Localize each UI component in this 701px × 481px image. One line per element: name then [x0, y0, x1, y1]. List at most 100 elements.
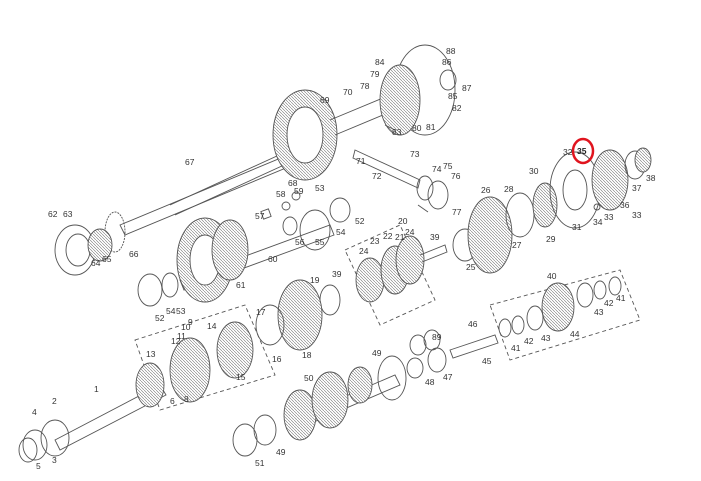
part-label-9[interactable]: 9 [188, 317, 193, 327]
part-label-35-highlighted[interactable]: 35 [577, 146, 587, 156]
part-label-86[interactable]: 86 [442, 57, 452, 67]
part-label-88[interactable]: 88 [446, 46, 456, 56]
part-label-18[interactable]: 18 [302, 350, 312, 360]
part-label-53[interactable]: 53 [176, 306, 186, 316]
part-label-52[interactable]: 52 [155, 313, 165, 323]
part-label-25[interactable]: 25 [466, 262, 476, 272]
part-label-42[interactable]: 42 [524, 336, 534, 346]
part-label-49[interactable]: 49 [276, 447, 286, 457]
part-label-41[interactable]: 41 [616, 293, 626, 303]
part-label-30[interactable]: 30 [529, 166, 539, 176]
part-label-27[interactable]: 27 [512, 240, 522, 250]
part-label-68[interactable]: 68 [288, 178, 298, 188]
part-label-24[interactable]: 24 [359, 246, 369, 256]
part-label-19[interactable]: 19 [310, 275, 320, 285]
part-label-69[interactable]: 69 [320, 95, 330, 105]
part-label-66[interactable]: 66 [129, 249, 139, 259]
part-label-45[interactable]: 45 [482, 356, 492, 366]
part-label-39[interactable]: 39 [430, 232, 440, 242]
part-label-26[interactable]: 26 [481, 185, 491, 195]
part-label-63[interactable]: 63 [63, 209, 73, 219]
part-label-2[interactable]: 2 [52, 396, 57, 406]
part-label-40[interactable]: 40 [547, 271, 557, 281]
part-label-31[interactable]: 31 [572, 222, 582, 232]
part-label-13[interactable]: 13 [146, 349, 156, 359]
part-label-54[interactable]: 54 [166, 306, 176, 316]
part-label-82[interactable]: 82 [452, 103, 462, 113]
part-label-20[interactable]: 20 [398, 216, 408, 226]
part-label-87[interactable]: 87 [462, 83, 472, 93]
part-label-6[interactable]: 6 [170, 396, 175, 406]
part-label-47[interactable]: 47 [443, 372, 453, 382]
part-label-80[interactable]: 80 [412, 123, 422, 133]
part-label-49[interactable]: 49 [372, 348, 382, 358]
part-label-62[interactable]: 62 [48, 209, 58, 219]
part-label-48[interactable]: 48 [425, 377, 435, 387]
part-label-16[interactable]: 16 [272, 354, 282, 364]
part-label-74[interactable]: 74 [432, 164, 442, 174]
part-label-23[interactable]: 23 [370, 236, 380, 246]
part-label-22[interactable]: 22 [383, 231, 393, 241]
part-label-67[interactable]: 67 [185, 157, 195, 167]
part-label-17[interactable]: 17 [256, 307, 266, 317]
part-label-44[interactable]: 44 [570, 329, 580, 339]
part-label-39[interactable]: 39 [332, 269, 342, 279]
part-label-55[interactable]: 55 [315, 237, 325, 247]
part-label-38[interactable]: 38 [646, 173, 656, 183]
part-label-10[interactable]: 10 [181, 322, 191, 332]
part-label-11[interactable]: 11 [177, 331, 186, 341]
part-label-32[interactable]: 32 [563, 147, 573, 157]
part-label-34[interactable]: 34 [593, 217, 603, 227]
part-label-79[interactable]: 79 [370, 69, 380, 79]
part-label-71[interactable]: 71 [356, 156, 366, 166]
part-label-37[interactable]: 37 [632, 183, 642, 193]
part-label-57[interactable]: 57 [255, 211, 265, 221]
part-label-33[interactable]: 33 [604, 212, 614, 222]
part-label-73[interactable]: 73 [410, 149, 420, 159]
part-label-3[interactable]: 3 [52, 455, 57, 465]
part-label-46[interactable]: 46 [468, 319, 478, 329]
part-label-24[interactable]: 24 [405, 227, 415, 237]
part-label-14[interactable]: 14 [207, 321, 217, 331]
part-label-36[interactable]: 36 [620, 200, 630, 210]
part-label-43[interactable]: 43 [541, 333, 551, 343]
part-label-89[interactable]: 89 [432, 332, 442, 342]
part-label-53[interactable]: 53 [315, 183, 325, 193]
part-label-64[interactable]: 64 [91, 258, 101, 268]
part-label-29[interactable]: 29 [546, 234, 556, 244]
part-label-58[interactable]: 58 [276, 189, 286, 199]
part-label-50[interactable]: 50 [304, 373, 314, 383]
part-label-77[interactable]: 77 [452, 207, 462, 217]
part-label-21[interactable]: 21 [395, 232, 405, 242]
part-label-51[interactable]: 51 [255, 458, 265, 468]
small-bearings-47-48-89 [377, 329, 447, 401]
part-label-12[interactable]: 12 [171, 336, 181, 346]
part-label-65[interactable]: 65 [102, 254, 112, 264]
part-label-33[interactable]: 33 [632, 210, 642, 220]
part-label-76[interactable]: 76 [451, 171, 461, 181]
part-label-78[interactable]: 78 [360, 81, 370, 91]
part-label-1[interactable]: 1 [94, 384, 99, 394]
part-label-41[interactable]: 41 [511, 343, 521, 353]
part-label-5[interactable]: 5 [36, 461, 41, 471]
part-label-52[interactable]: 52 [355, 216, 365, 226]
part-label-61[interactable]: 61 [236, 280, 246, 290]
part-label-28[interactable]: 28 [504, 184, 514, 194]
part-label-56[interactable]: 56 [295, 237, 305, 247]
part-label-54[interactable]: 54 [336, 227, 346, 237]
part-label-4[interactable]: 4 [32, 407, 37, 417]
part-label-15[interactable]: 15 [236, 372, 246, 382]
part-label-43[interactable]: 43 [594, 307, 604, 317]
part-label-83[interactable]: 83 [392, 127, 402, 137]
part-label-72[interactable]: 72 [372, 171, 382, 181]
part-label-8[interactable]: 8 [184, 394, 189, 404]
part-label-75[interactable]: 75 [443, 161, 453, 171]
part-label-60[interactable]: 60 [268, 254, 278, 264]
part-label-85[interactable]: 85 [448, 91, 458, 101]
part-label-81[interactable]: 81 [426, 122, 436, 132]
part-label-42[interactable]: 42 [604, 298, 614, 308]
part-label-84[interactable]: 84 [375, 57, 385, 67]
part-label-70[interactable]: 70 [343, 87, 353, 97]
part-label-59[interactable]: 59 [294, 186, 304, 196]
